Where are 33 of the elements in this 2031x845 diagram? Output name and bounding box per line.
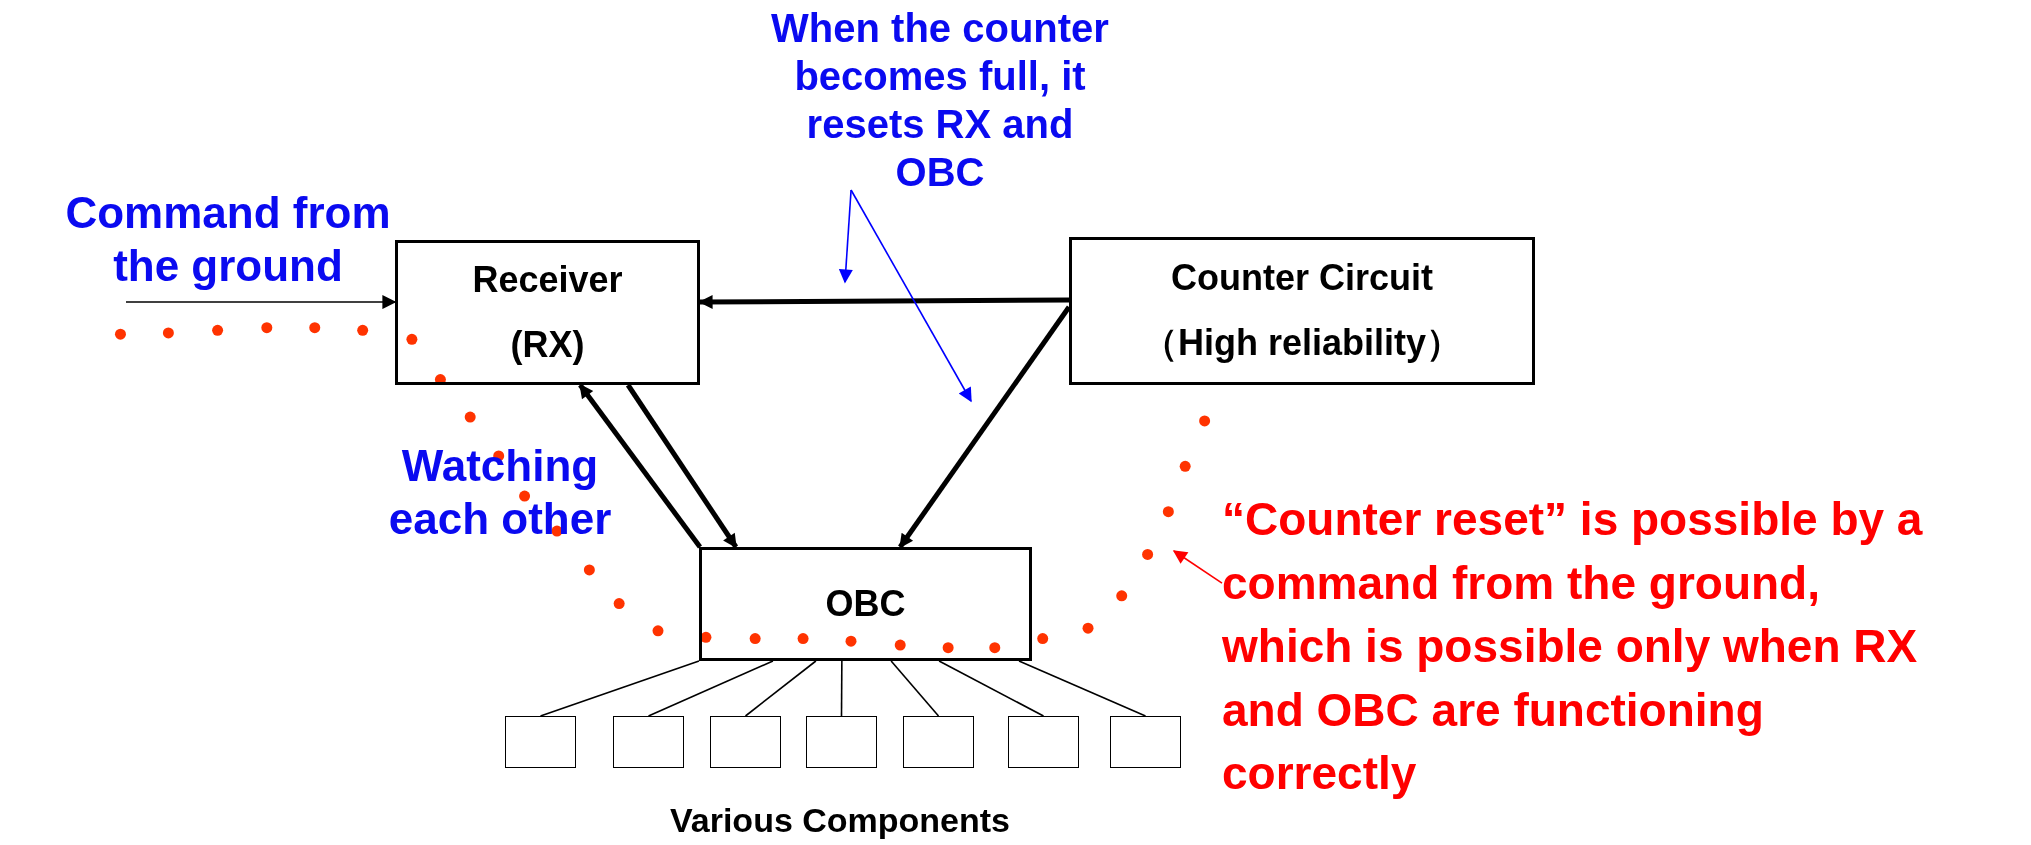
annotation-text: Command from the ground xyxy=(28,178,428,302)
component-box xyxy=(613,716,684,768)
connector-line xyxy=(938,660,1045,717)
component-box xyxy=(1008,716,1079,768)
connector-line xyxy=(840,660,843,717)
caption-text: Various Components xyxy=(668,800,1012,841)
connector-line xyxy=(539,660,700,717)
leader-arrow xyxy=(850,189,972,403)
component-box xyxy=(903,716,974,768)
process-box xyxy=(1069,237,1535,385)
component-box xyxy=(1110,716,1181,768)
process-box xyxy=(699,547,1032,661)
annotation-text: Watching each other xyxy=(387,440,613,545)
box-label: Counter Circuit （High reliability） xyxy=(1140,256,1463,365)
arrow xyxy=(125,295,397,310)
arrow xyxy=(625,383,739,549)
leader-arrow xyxy=(838,189,853,284)
arrow xyxy=(898,305,1072,549)
arrow xyxy=(578,383,702,549)
connector-line xyxy=(647,660,774,717)
box-label: Receiver (RX) xyxy=(471,257,624,367)
connector-line xyxy=(890,660,940,717)
arrow xyxy=(698,295,1069,309)
connector-line xyxy=(744,660,817,717)
component-box xyxy=(505,716,576,768)
leader-arrow xyxy=(1172,550,1223,584)
box-label: OBC xyxy=(825,581,906,626)
component-box xyxy=(806,716,877,768)
annotation-text: “Counter reset” is possible by a command from the ground, which is possible only when RX and OBC are functioning correctly xyxy=(1222,497,1932,797)
process-box xyxy=(395,240,700,385)
component-box xyxy=(710,716,781,768)
connector-line xyxy=(1018,660,1147,717)
annotation-text: When the counter becomes full, it resets RX and OBC xyxy=(760,10,1120,190)
